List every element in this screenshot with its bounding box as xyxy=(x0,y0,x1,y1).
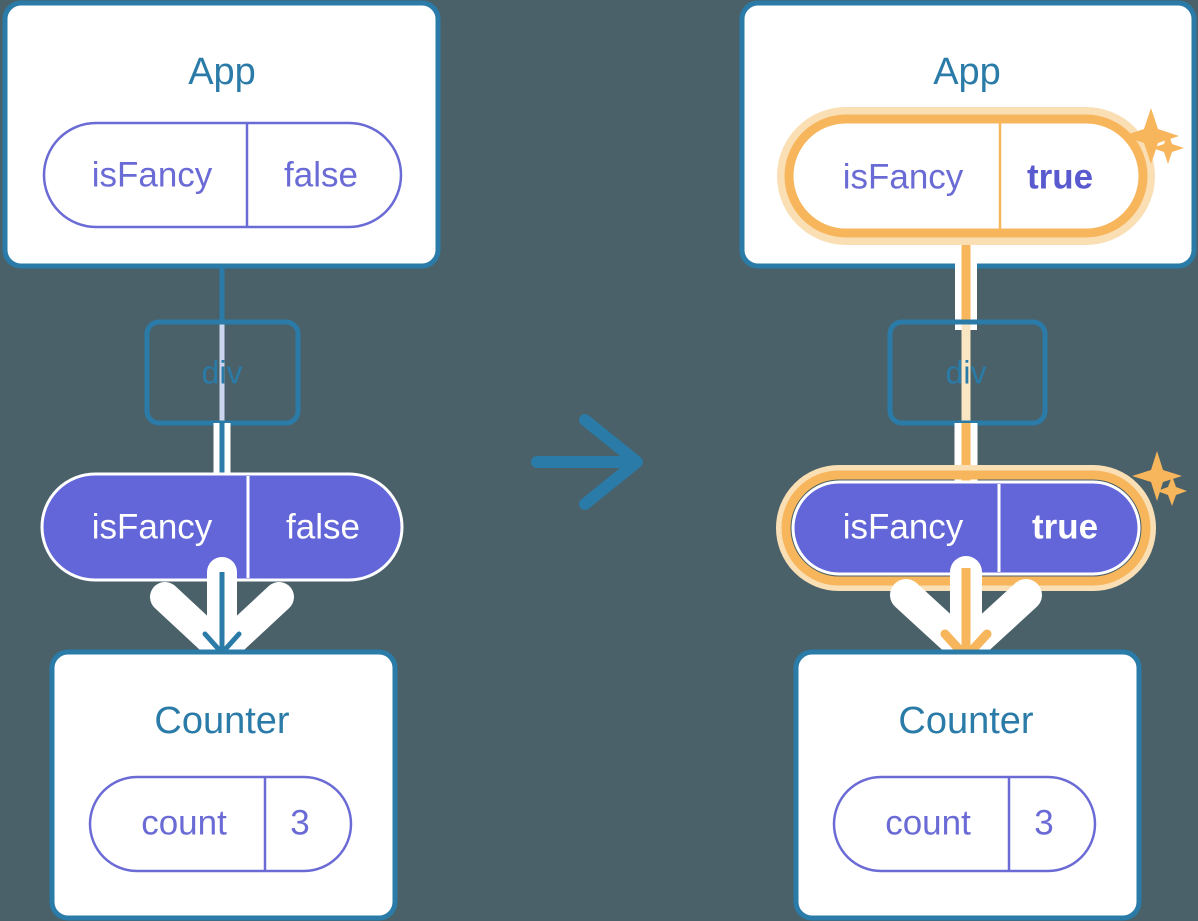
prop-pill-after-value: true xyxy=(1032,507,1098,546)
card-div-after: div xyxy=(887,319,1048,426)
card-div-before-label: div xyxy=(202,354,243,390)
state-pill-app-after-value: true xyxy=(1027,157,1093,196)
state-pill-app-before-value: false xyxy=(284,155,358,194)
prop-pill-before-value: false xyxy=(286,507,360,546)
prop-pill-before-name: isFancy xyxy=(92,507,213,546)
state-pill-counter-after-value: 3 xyxy=(1034,803,1053,842)
prop-pill-before[interactable]: isFancy false xyxy=(40,472,404,582)
prop-pill-after-name: isFancy xyxy=(843,507,964,546)
state-pill-counter-before-name: count xyxy=(141,803,227,842)
card-app-before-title: App xyxy=(188,51,256,93)
state-pill-app-before[interactable]: isFancy false xyxy=(42,121,403,229)
panel-after: App isFancy true xyxy=(739,0,1197,921)
state-pill-app-after-shape xyxy=(784,114,1148,238)
arrow-prop-to-counter-after xyxy=(890,556,1042,666)
sparkle-icon xyxy=(1157,476,1187,506)
state-pill-counter-before-value: 3 xyxy=(290,803,309,842)
transition-arrow-right-icon xyxy=(531,414,643,510)
sparkle-icon xyxy=(1132,451,1182,501)
state-pill-app-before-name: isFancy xyxy=(92,155,213,194)
panel-before: App isFancy false div xyxy=(2,0,441,921)
prop-pill-after[interactable]: isFancy true xyxy=(776,465,1156,591)
card-counter-after-title: Counter xyxy=(898,700,1034,742)
sparkle-group-prop-after xyxy=(1132,451,1187,506)
sparkle-icon xyxy=(1123,108,1179,164)
arrow-prop-to-counter-before xyxy=(150,557,294,665)
state-pill-counter-after-name: count xyxy=(885,803,971,842)
state-pill-counter-after-shape xyxy=(832,775,1097,873)
card-div-after-label: div xyxy=(946,354,987,390)
sparkle-group-app-after xyxy=(1123,108,1184,164)
state-pill-app-after[interactable]: isFancy true xyxy=(777,107,1155,245)
state-pill-app-before-shape xyxy=(42,121,403,229)
state-pill-counter-before-shape xyxy=(88,775,353,873)
state-pill-counter-after[interactable]: count 3 xyxy=(832,775,1097,873)
card-counter-before-title: Counter xyxy=(154,700,290,742)
card-app-after-title: App xyxy=(933,51,1001,93)
sparkle-icon xyxy=(1152,132,1184,164)
state-pill-counter-before[interactable]: count 3 xyxy=(88,775,353,873)
state-pill-app-after-name: isFancy xyxy=(843,157,964,196)
